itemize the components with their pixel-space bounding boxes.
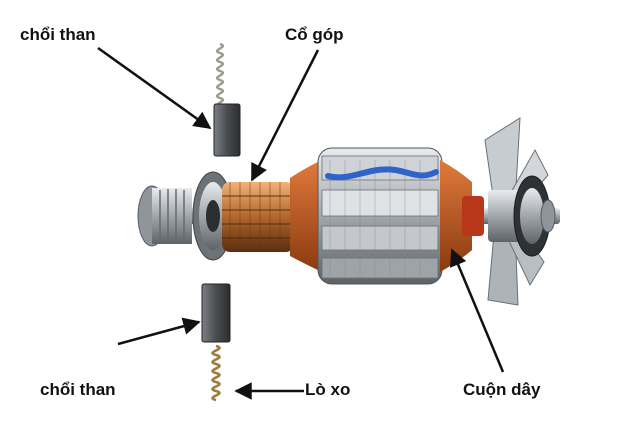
- insulation-strip: [325, 166, 439, 181]
- arrow-winding: [450, 248, 505, 373]
- commutator: [222, 182, 294, 252]
- carbon-brush-bottom: [201, 283, 231, 402]
- arrow-brush-bottom: [117, 317, 201, 346]
- winding-end-right: [440, 160, 472, 272]
- winding-end-left: [290, 160, 322, 272]
- carbon-brush-top: [213, 42, 241, 157]
- label-commutator: Cổ góp: [285, 25, 344, 44]
- pinion-gear: [137, 185, 192, 247]
- label-spring: Lò xo: [305, 380, 351, 399]
- right-bearing: [513, 175, 556, 257]
- arrow-commutator: [250, 49, 320, 182]
- armature-core: [317, 147, 443, 285]
- label-carbon-brush-bottom: chổi than: [40, 380, 116, 399]
- label-winding: Cuộn dây: [463, 380, 541, 399]
- arrow-brush-top: [97, 46, 212, 130]
- label-carbon-brush-top: chổi than: [20, 25, 96, 44]
